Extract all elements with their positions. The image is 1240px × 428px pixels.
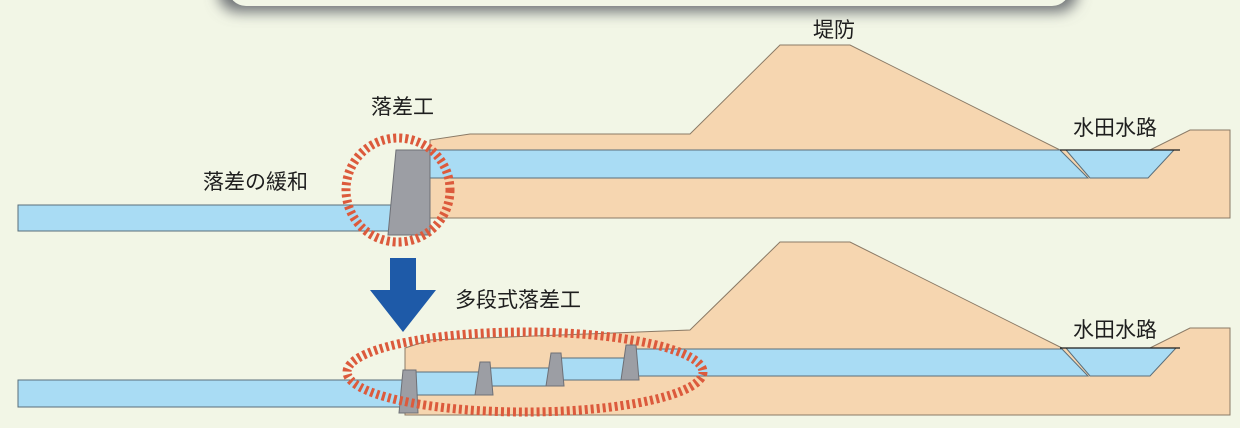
embankment-label: 堤防 [813,18,855,42]
bottom-diagram [17,241,1231,417]
top-highlight-ring [341,133,455,247]
bottom-step-block-3 [545,352,565,387]
drop-mitigation-label: 落差の緩和 [203,170,308,194]
bottom-step-block-4 [620,344,640,381]
bottom-highlight-ring [342,327,708,417]
bottom-step-block-1 [398,369,419,414]
paddy-channel-label-top: 水田水路 [1073,116,1157,140]
top-upper-water [429,149,1090,179]
top-drop-structure [387,149,431,236]
down-arrow [370,258,436,332]
bottom-step-block-2 [474,361,494,396]
paddy-channel-label-bottom: 水田水路 [1073,318,1157,342]
top-diagram [17,44,1231,247]
multistage-drop-label: 多段式落差工 [455,288,581,312]
drop-structure-label: 落差工 [371,95,434,119]
top-lower-water [17,204,401,232]
top-banner [219,0,1077,12]
bottom-lower-water [17,379,409,408]
